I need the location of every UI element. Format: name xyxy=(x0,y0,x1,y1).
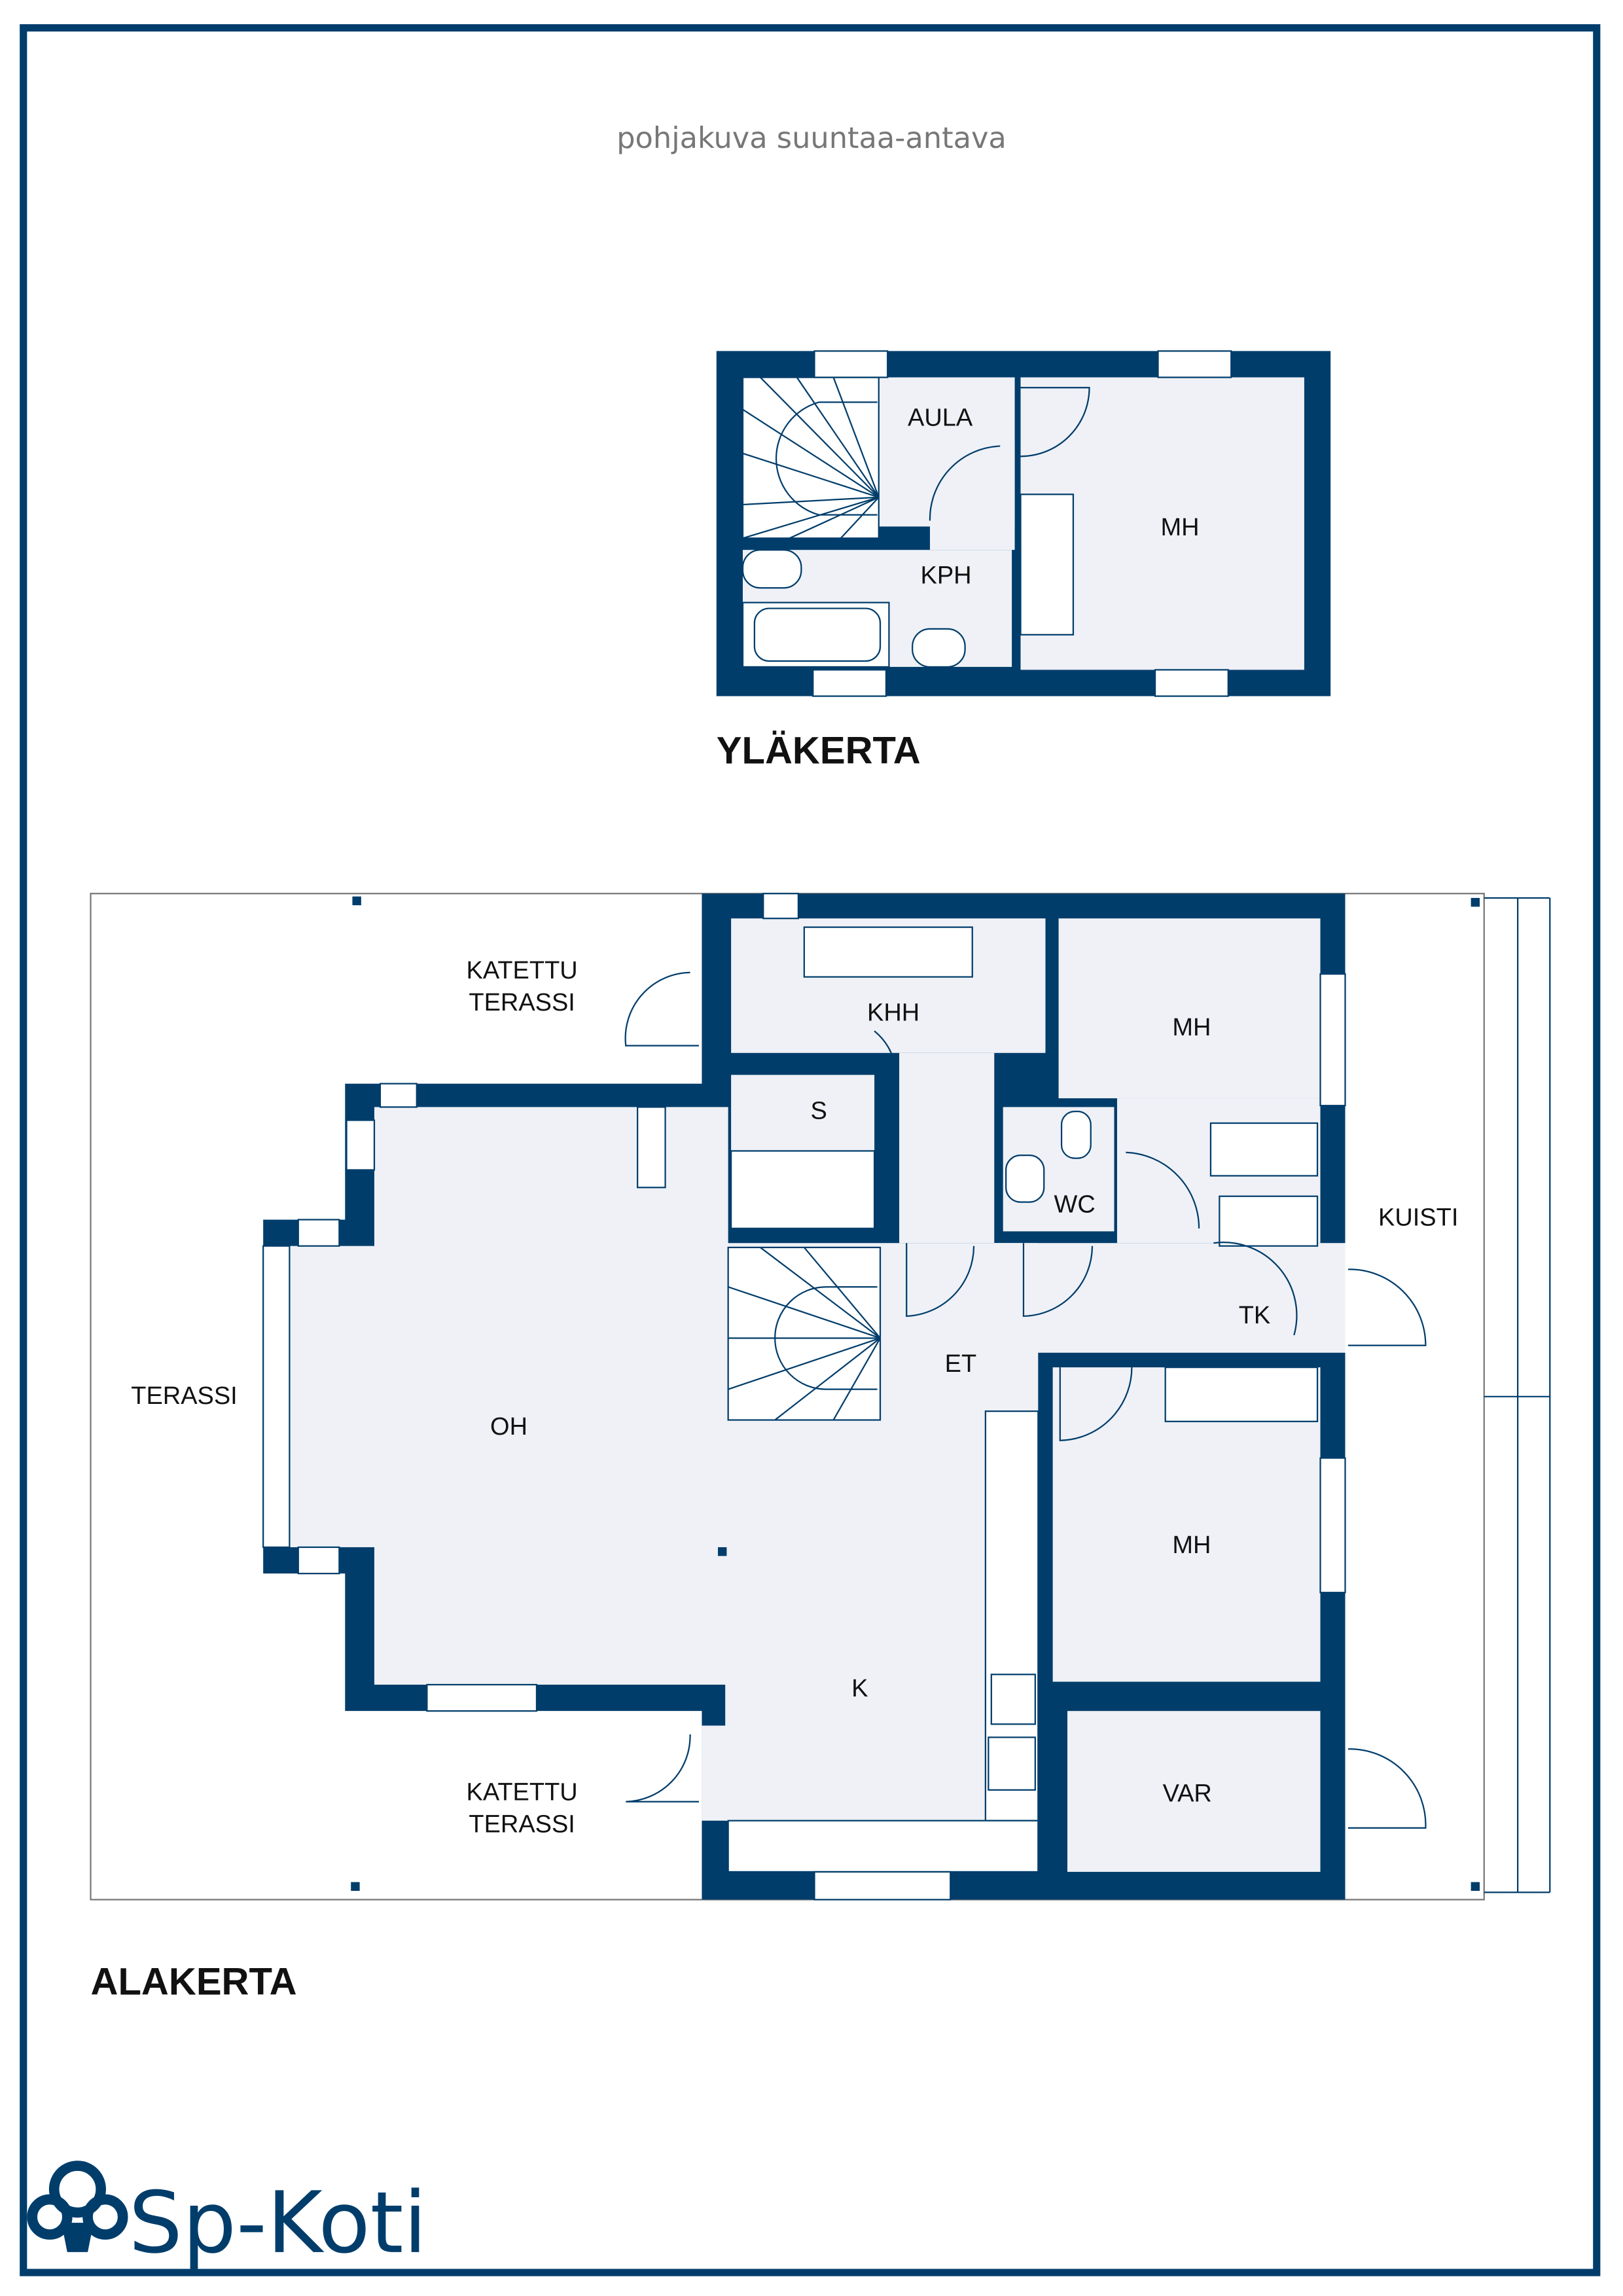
subtitle: pohjakuva suuntaa-antava xyxy=(616,121,1007,155)
lower-floor-title: ALAKERTA xyxy=(91,1961,297,2003)
corridor-et xyxy=(899,1052,995,1244)
porch-railing xyxy=(1484,897,1551,1893)
label-katettu-terassi-top: KATETTU xyxy=(467,957,578,984)
label-kuisti: KUISTI xyxy=(1378,1204,1458,1231)
label-var: VAR xyxy=(1163,1780,1212,1808)
sink xyxy=(912,628,966,668)
upper-floor-plan: AULA KPH MH xyxy=(716,350,1331,697)
label-terassi: TERASSI xyxy=(131,1382,237,1410)
upper-floor-title: YLÄKERTA xyxy=(717,729,921,772)
sink-wc xyxy=(1005,1155,1045,1203)
kitchen-sink xyxy=(990,1674,1036,1725)
sp-koti-logo: Sp-Koti xyxy=(27,2161,427,2272)
terrace-posts xyxy=(351,896,1480,1891)
label-mh-top: MH xyxy=(1172,1014,1211,1041)
stairs-lower xyxy=(727,1246,882,1421)
label-katettu-terassi-bottom-2: TERASSI xyxy=(469,1811,575,1839)
label-k: K xyxy=(851,1675,868,1702)
tree-icon xyxy=(27,2161,128,2252)
label-et: ET xyxy=(945,1350,977,1378)
room-oh xyxy=(374,1107,728,1685)
label-kph: KPH xyxy=(921,562,972,590)
label-mh-bottom: MH xyxy=(1172,1532,1211,1559)
logo-text: Sp-Koti xyxy=(129,2174,427,2272)
page-frame xyxy=(20,24,1601,2276)
label-tk: TK xyxy=(1239,1302,1271,1329)
label-mh-upper: MH xyxy=(1160,514,1199,541)
toilet-wc xyxy=(1060,1111,1092,1159)
room-mh-top xyxy=(1058,918,1321,1099)
label-katettu-terassi-bottom: KATETTU xyxy=(467,1778,578,1806)
label-oh: OH xyxy=(490,1413,527,1441)
windows-lower xyxy=(262,893,1346,1901)
room-var xyxy=(1067,1711,1321,1872)
doors xyxy=(624,971,1427,1829)
label-s: S xyxy=(811,1097,827,1124)
wardrobe-upper xyxy=(1020,493,1075,636)
label-katettu-terassi-top-2: TERASSI xyxy=(469,989,575,1016)
label-aula: AULA xyxy=(908,404,973,431)
label-khh: KHH xyxy=(867,999,919,1027)
lower-floor-plan: KATETTU TERASSI KATETTU TERASSI TERASSI … xyxy=(90,893,1551,1901)
label-wc: WC xyxy=(1054,1191,1096,1218)
stove xyxy=(988,1736,1036,1791)
